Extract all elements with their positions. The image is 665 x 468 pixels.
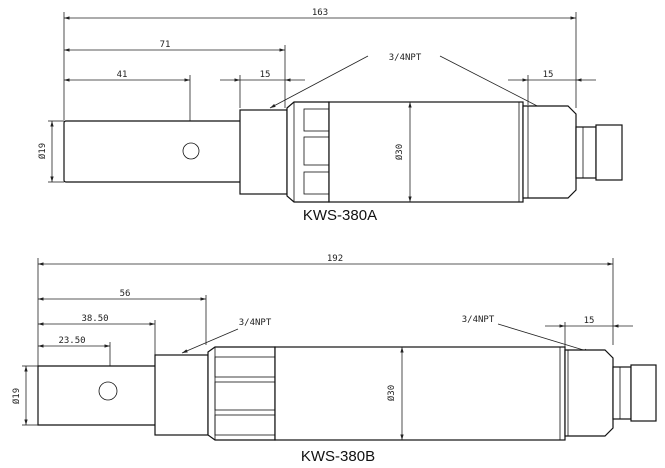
dim-label-71: 71: [160, 40, 171, 50]
connector: [595, 124, 623, 181]
dim-label-dia-30: Ø30: [386, 385, 397, 401]
dim-label-dia-19: Ø19: [11, 388, 22, 404]
right-thread: [564, 349, 614, 437]
shaft: [37, 365, 155, 426]
dim-label-right-15: 15: [543, 70, 554, 80]
collar: [154, 354, 209, 436]
right-thread: [522, 105, 577, 199]
dim-label-38-50: 38.50: [81, 314, 108, 324]
dim-label-56: 56: [120, 289, 131, 299]
dim-label-dia-19: Ø19: [37, 143, 48, 159]
thread-leader-right: [439, 55, 546, 111]
connector-base: [612, 366, 632, 420]
thread-label-right: 3/4NPT: [462, 315, 495, 325]
main-body: [274, 346, 566, 441]
connector: [630, 364, 657, 422]
dim-label-left-15: 15: [260, 70, 271, 80]
model-title: KWS-380A: [303, 207, 377, 224]
drawing-kws-380a: 163 71 41 15 15 3/4NPT Ø19: [37, 8, 623, 224]
dim-label-23-50: 23.50: [58, 336, 85, 346]
shaft: [63, 120, 240, 183]
thread-label-left: 3/4NPT: [239, 318, 272, 328]
model-title: KWS-380B: [301, 448, 375, 465]
dim-label-right-15: 15: [584, 316, 595, 326]
dim-label-192: 192: [327, 254, 343, 264]
hex-nut: [207, 346, 276, 441]
main-body: [328, 101, 524, 203]
dim-label-dia-30: Ø30: [394, 144, 405, 160]
shaft-hole: [98, 381, 118, 401]
shaft-hole: [182, 142, 200, 160]
thread-label: 3/4NPT: [389, 53, 422, 63]
connector-base: [575, 126, 597, 179]
thread-leader-right: [497, 323, 591, 353]
collar: [239, 109, 288, 195]
dim-label-41: 41: [117, 70, 128, 80]
hex-nut: [286, 101, 330, 203]
dim-label-163: 163: [312, 8, 328, 18]
thread-leader-left: [269, 55, 369, 109]
drawing-kws-380b: 192 56 38.50 23.50 15 3/4NPT 3/4NPT Ø19: [11, 254, 657, 465]
thread-leader-left: [181, 328, 239, 354]
